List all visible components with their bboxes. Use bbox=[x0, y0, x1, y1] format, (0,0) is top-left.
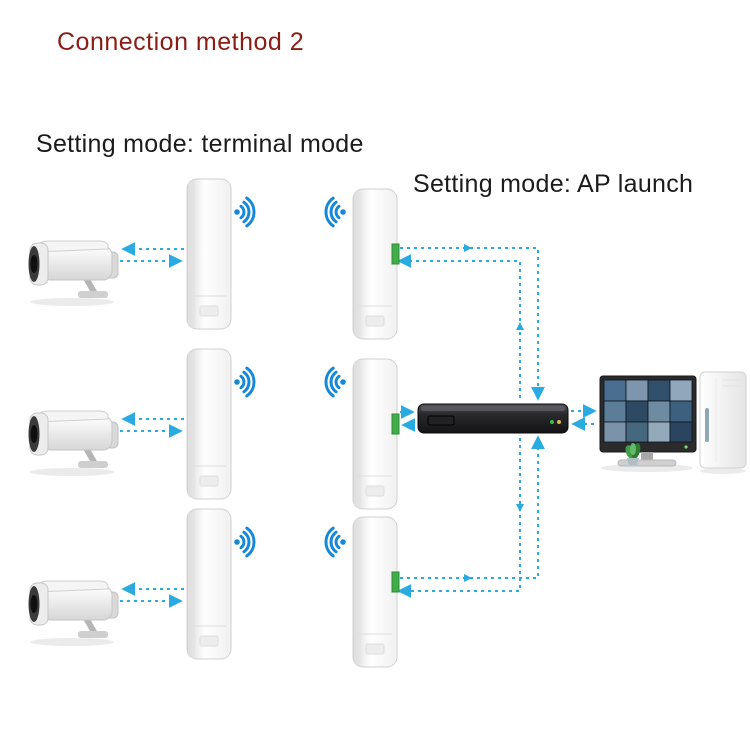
wireless-bridge-terminal-1 bbox=[186, 178, 232, 330]
wireless-bridge-ap-2 bbox=[353, 359, 399, 509]
camera-3 bbox=[29, 581, 119, 638]
plant-decoration bbox=[625, 443, 641, 465]
link-ap2-nvr bbox=[400, 405, 416, 432]
wireless-bridge-terminal-2 bbox=[186, 348, 232, 500]
link-camera3-bridge3 bbox=[120, 582, 184, 608]
link-camera1-bridge1 bbox=[120, 242, 184, 268]
link-ap1-nvr bbox=[397, 244, 545, 401]
wifi-icon-terminal-1 bbox=[232, 196, 256, 228]
nvr-recorder bbox=[417, 403, 569, 434]
monitor-stand bbox=[641, 452, 653, 460]
wifi-icon-terminal-3 bbox=[232, 526, 256, 558]
wireless-bridge-ap-1 bbox=[353, 189, 399, 339]
wifi-icon-ap-3 bbox=[324, 526, 348, 558]
wireless-bridge-terminal-3 bbox=[186, 508, 232, 660]
link-camera2-bridge2 bbox=[120, 412, 184, 438]
camera-1 bbox=[29, 241, 119, 298]
page-title: Connection method 2 bbox=[57, 28, 305, 56]
camera-2 bbox=[29, 411, 119, 468]
link-nvr-monitor bbox=[571, 404, 597, 431]
monitor-base bbox=[617, 459, 677, 467]
data-flow-links bbox=[120, 242, 597, 608]
monitor-feed-grid bbox=[603, 379, 693, 443]
wireless-bridge-ap-3 bbox=[353, 517, 399, 667]
wifi-icon-terminal-2 bbox=[232, 366, 256, 398]
link-ap3-nvr bbox=[397, 435, 545, 598]
surveillance-monitor bbox=[599, 375, 697, 467]
label-ap-launch: Setting mode: AP launch bbox=[413, 170, 694, 198]
monitor-power-led bbox=[684, 445, 688, 449]
label-terminal-mode: Setting mode: terminal mode bbox=[36, 130, 364, 158]
shadows bbox=[30, 298, 746, 646]
wifi-icon-ap-1 bbox=[324, 196, 348, 228]
wifi-icon-ap-2 bbox=[324, 366, 348, 398]
wall-mounted-box bbox=[699, 371, 747, 469]
